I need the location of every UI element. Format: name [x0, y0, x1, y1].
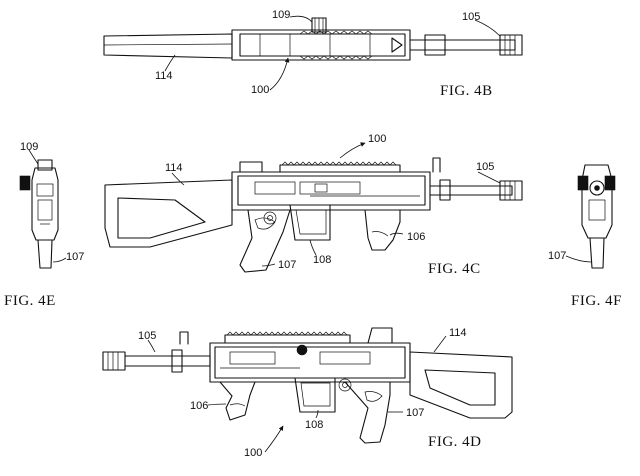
fig-4c-caption: FIG. 4C [428, 261, 481, 277]
fig-4b-label-114: 114 [155, 70, 173, 82]
fig-4c-label-107: 107 [278, 259, 296, 271]
fig-4c-drawing [104, 142, 523, 273]
fig-4e-label-109: 109 [20, 141, 38, 153]
fig-4c-label-114: 114 [165, 162, 183, 174]
fig-4d-drawing [102, 327, 513, 453]
fig-4b-label-100: 100 [251, 84, 269, 96]
fig-4c-label-100: 100 [368, 133, 386, 145]
fig-4d-label-106: 106 [190, 400, 208, 412]
fig-4b-caption: FIG. 4B [440, 83, 493, 99]
fig-4f-label-107: 107 [548, 250, 566, 262]
fig-4b-drawing [103, 15, 523, 91]
fig-4b-label-105: 105 [462, 11, 480, 23]
fig-4d-label-114: 114 [449, 327, 467, 339]
fig-4e-caption: FIG. 4E [4, 293, 56, 309]
fig-4d-label-105: 105 [138, 330, 156, 342]
fig-4b-label-109: 109 [272, 9, 290, 21]
fig-4d-caption: FIG. 4D [428, 434, 482, 450]
fig-4f-drawing [565, 164, 616, 269]
fig-4d-label-100: 100 [244, 447, 262, 459]
fig-4f-caption: FIG. 4F [571, 293, 622, 309]
fig-4c-label-105: 105 [476, 161, 494, 173]
fig-4e-label-107: 107 [66, 251, 84, 263]
fig-4e-drawing [19, 149, 67, 269]
fig-4c-label-108: 108 [313, 254, 331, 266]
fig-4d-label-107: 107 [406, 407, 424, 419]
fig-4c-label-106: 106 [407, 231, 425, 243]
fig-4d-label-108: 108 [305, 419, 323, 431]
